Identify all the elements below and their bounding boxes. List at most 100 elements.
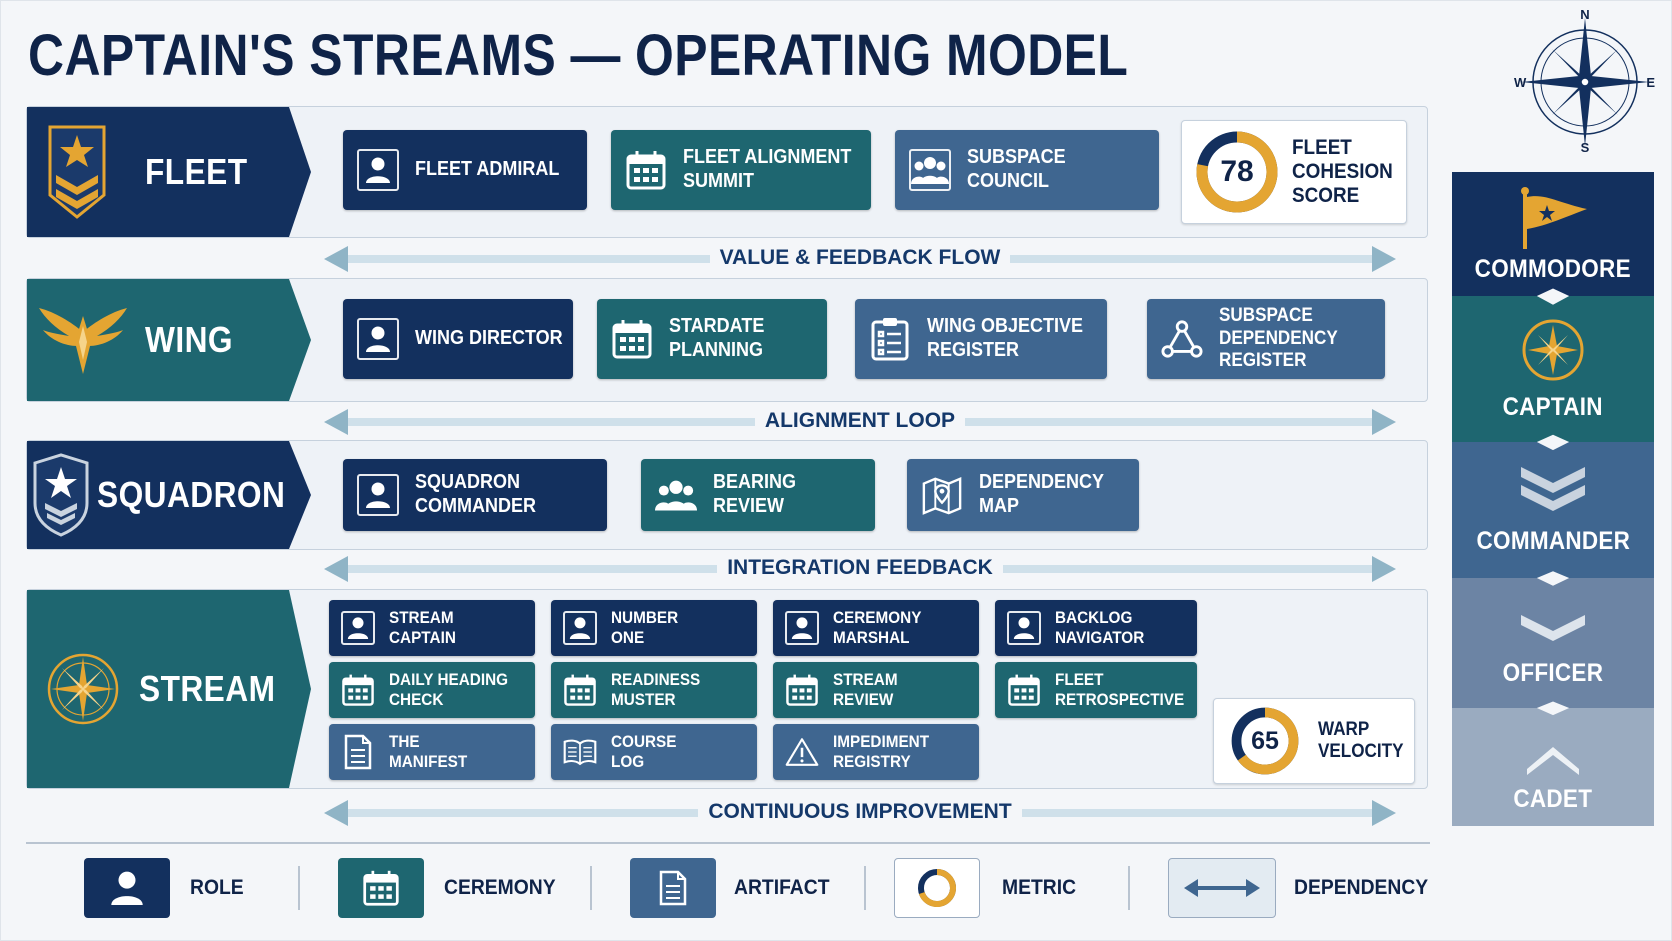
compass-rose-icon: N S E W xyxy=(1512,6,1658,155)
metric-label: WARP VELOCITY xyxy=(1318,719,1404,762)
legend-artifact-swatch xyxy=(630,858,716,918)
legend-separator xyxy=(1128,866,1130,910)
compass-star-icon xyxy=(1522,319,1584,381)
calendar-icon xyxy=(341,673,375,707)
artifact-card-label: THE MANIFEST xyxy=(389,732,468,771)
artifact-card-course-log[interactable]: COURSE LOG xyxy=(551,724,757,780)
person-icon xyxy=(1007,611,1041,645)
role-card-wing-director[interactable]: WING DIRECTOR xyxy=(343,299,573,379)
role-card-ceremony-marshal[interactable]: CEREMONY MARSHAL xyxy=(773,600,979,656)
ceremony-card-label: STARDATE PLANNING xyxy=(669,315,765,361)
ceremony-card-stardate-planning[interactable]: STARDATE PLANNING xyxy=(597,299,827,379)
tier-squadron-label: SQUADRON xyxy=(96,474,286,515)
ceremony-card-daily-heading-check[interactable]: DAILY HEADING CHECK xyxy=(329,662,535,718)
gauge-fill-arc xyxy=(1196,131,1278,213)
compass-east-label: E xyxy=(1646,75,1655,90)
ceremony-card-label: BEARING REVIEW xyxy=(713,471,797,517)
metric-fleet-cohesion-score: 78 FLEET COHESION SCORE xyxy=(1181,120,1407,224)
role-card-squadron-commander[interactable]: SQUADRON COMMANDER xyxy=(343,459,607,531)
legend-metric-swatch xyxy=(894,858,980,918)
rank-label: OFFICER xyxy=(1502,659,1604,687)
role-card-number-one[interactable]: NUMBER ONE xyxy=(551,600,757,656)
role-card-backlog-navigator[interactable]: BACKLOG NAVIGATOR xyxy=(995,600,1197,656)
chevron-star-badge-icon xyxy=(27,123,127,221)
legend-dependency-swatch xyxy=(1168,858,1276,918)
legend-ceremony-swatch xyxy=(338,858,424,918)
rank-label: CAPTAIN xyxy=(1502,393,1604,421)
rank-officer: OFFICER xyxy=(1452,578,1654,708)
role-card-label: STREAM CAPTAIN xyxy=(389,608,456,647)
tier-stream-label: STREAM xyxy=(139,668,276,709)
rank-label: COMMODORE xyxy=(1474,255,1632,283)
tier-stream: STREAM STREAM CAPTAIN NUMBER ONE CEREMON… xyxy=(26,589,1428,789)
ceremony-card-fleet-retrospective[interactable]: FLEET RETROSPECTIVE xyxy=(995,662,1197,718)
artifact-card-dependency-map[interactable]: DEPENDENCY MAP xyxy=(907,459,1139,531)
metric-warp-velocity: 65 WARP VELOCITY xyxy=(1213,698,1415,784)
winged-star-icon xyxy=(27,302,139,378)
artifact-card-label: SUBSPACE DEPENDENCY REGISTER xyxy=(1219,305,1338,372)
rank-commander: COMMANDER xyxy=(1452,442,1654,578)
ceremony-card-readiness-muster[interactable]: READINESS MUSTER xyxy=(551,662,757,718)
gauge-icon xyxy=(918,869,956,907)
legend-separator xyxy=(298,866,300,910)
ceremony-card-fleet-alignment-summit[interactable]: FLEET ALIGNMENT SUMMIT xyxy=(611,130,871,210)
ceremony-card-label: STREAM REVIEW xyxy=(833,670,898,709)
dependency-flow-arrow: VALUE & FEEDBACK FLOW xyxy=(324,244,1396,274)
person-icon xyxy=(111,871,143,905)
person-icon xyxy=(785,611,819,645)
tier-fleet: FLEET FLEET ADMIRAL FLEET ALIGNMENT SUMM… xyxy=(26,106,1428,238)
calendar-icon xyxy=(785,673,819,707)
ceremony-card-subspace-council[interactable]: SUBSPACE COUNCIL xyxy=(895,130,1159,210)
page-title: CAPTAIN'S STREAMS — OPERATING MODEL xyxy=(28,23,1129,88)
person-icon xyxy=(357,149,399,191)
artifact-card-subspace-dependency-register[interactable]: SUBSPACE DEPENDENCY REGISTER xyxy=(1147,299,1385,379)
role-card-label: NUMBER ONE xyxy=(611,608,679,647)
group-icon xyxy=(909,149,951,191)
tier-wing: WING WING DIRECTOR STARDATE PLANNING WIN… xyxy=(26,278,1428,402)
legend-separator xyxy=(590,866,592,910)
single-chevron-icon xyxy=(1521,615,1585,641)
gauge-icon: 78 xyxy=(1194,129,1280,215)
artifact-card-label: DEPENDENCY MAP xyxy=(979,471,1105,517)
dependency-flow-arrow: CONTINUOUS IMPROVEMENT xyxy=(324,798,1396,828)
network-triangle-icon xyxy=(1161,318,1203,360)
tier-fleet-header: FLEET xyxy=(27,107,311,237)
compass-rose-icon xyxy=(27,651,139,727)
gauge-icon: 65 xyxy=(1230,706,1300,776)
artifact-card-label: COURSE LOG xyxy=(611,732,677,771)
document-icon xyxy=(659,870,687,906)
ceremony-card-stream-review[interactable]: STREAM REVIEW xyxy=(773,662,979,718)
gauge-fill-arc xyxy=(1231,707,1299,775)
double-arrow-icon xyxy=(1184,879,1260,897)
role-card-stream-captain[interactable]: STREAM CAPTAIN xyxy=(329,600,535,656)
flow-label: VALUE & FEEDBACK FLOW xyxy=(324,246,1396,270)
double-chevron-icon xyxy=(1521,467,1585,511)
artifact-card-impediment-registry[interactable]: IMPEDIMENT REGISTRY xyxy=(773,724,979,780)
artifact-card-wing-objective-register[interactable]: WING OBJECTIVE REGISTER xyxy=(855,299,1107,379)
calendar-icon xyxy=(611,318,653,360)
ceremony-card-label: DAILY HEADING CHECK xyxy=(389,670,509,709)
ceremony-card-bearing-review[interactable]: BEARING REVIEW xyxy=(641,459,875,531)
person-icon xyxy=(563,611,597,645)
artifact-card-the-manifest[interactable]: THE MANIFEST xyxy=(329,724,535,780)
rank-label: COMMANDER xyxy=(1476,527,1630,555)
rank-commodore: COMMODORE xyxy=(1452,172,1654,296)
legend-role-swatch xyxy=(84,858,170,918)
role-card-label: SQUADRON COMMANDER xyxy=(415,471,536,517)
legend-divider-line xyxy=(26,842,1430,844)
legend-separator xyxy=(864,866,866,910)
legend-metric-label: METRIC xyxy=(1002,876,1077,899)
calendar-icon xyxy=(1007,673,1041,707)
tier-wing-label: WING xyxy=(145,319,233,360)
tier-fleet-label: FLEET xyxy=(145,151,248,192)
ceremony-card-label: READINESS MUSTER xyxy=(611,670,701,709)
role-card-fleet-admiral[interactable]: FLEET ADMIRAL xyxy=(343,130,587,210)
pennant-flag-icon xyxy=(1521,187,1587,249)
artifact-card-label: IMPEDIMENT REGISTRY xyxy=(833,732,930,771)
dependency-flow-arrow: INTEGRATION FEEDBACK xyxy=(324,554,1396,584)
person-icon xyxy=(341,611,375,645)
compass-west-label: W xyxy=(1514,75,1527,90)
artifact-card-label: WING OBJECTIVE REGISTER xyxy=(927,315,1084,361)
ceremony-card-label: FLEET RETROSPECTIVE xyxy=(1055,670,1185,709)
legend-ceremony-label: CEREMONY xyxy=(444,876,556,899)
